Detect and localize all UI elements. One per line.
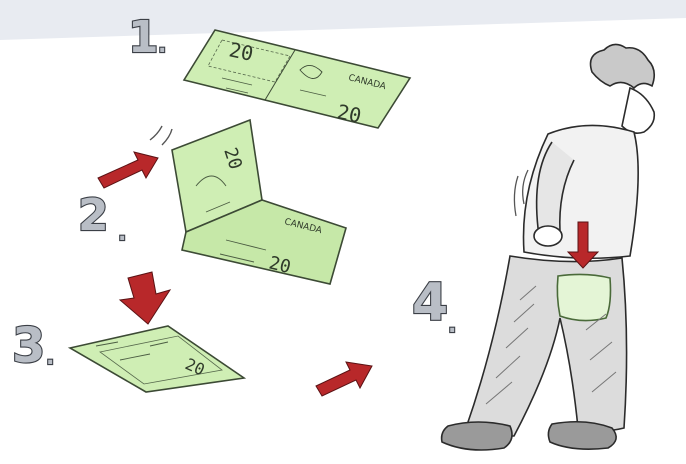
step-2-number: 2 xyxy=(78,190,109,241)
person-figure xyxy=(440,43,656,451)
fold-arrow-icon xyxy=(97,151,159,189)
motion-lines-icon xyxy=(513,169,529,217)
motion-lines-icon xyxy=(149,125,173,146)
step-2-dot: . xyxy=(118,221,126,246)
banknote-folded: 20 20 CANADA xyxy=(171,118,347,285)
step-3-dot: . xyxy=(46,345,54,370)
step-2-group: 2 . 20 20 CANADA xyxy=(77,118,347,285)
bill-1-denomination-bottom: 20 xyxy=(335,99,364,127)
person-hand xyxy=(533,225,563,247)
step-1-number: 1 xyxy=(128,12,159,63)
banknote-flat: 20 20 CANADA xyxy=(182,29,412,129)
bill-2-denomination-bottom: 20 xyxy=(267,252,293,278)
pocket-down-arrow-icon xyxy=(566,221,600,269)
down-arrow-icon xyxy=(118,271,172,325)
person-hair xyxy=(589,43,656,90)
step-3-group: 3 . 20 xyxy=(11,271,373,397)
person-face xyxy=(621,86,656,134)
step-3-number: 3 xyxy=(12,318,45,374)
back-pocket xyxy=(556,273,612,322)
banknote-small-fold: 20 xyxy=(67,325,247,393)
step-4-number: 4 xyxy=(412,273,448,333)
bill-1-denomination-top: 20 xyxy=(227,37,256,65)
step-4-group: 4 . xyxy=(411,43,656,451)
step-4-dot: . xyxy=(448,313,456,338)
pocket-arrow-icon xyxy=(315,361,373,397)
top-band xyxy=(0,0,686,40)
person-shoe-right xyxy=(547,420,617,450)
step-1-group: 1 . 20 20 CANADA xyxy=(127,11,412,129)
step-1-dot: . xyxy=(158,33,166,58)
person-shoe-left xyxy=(440,421,513,451)
